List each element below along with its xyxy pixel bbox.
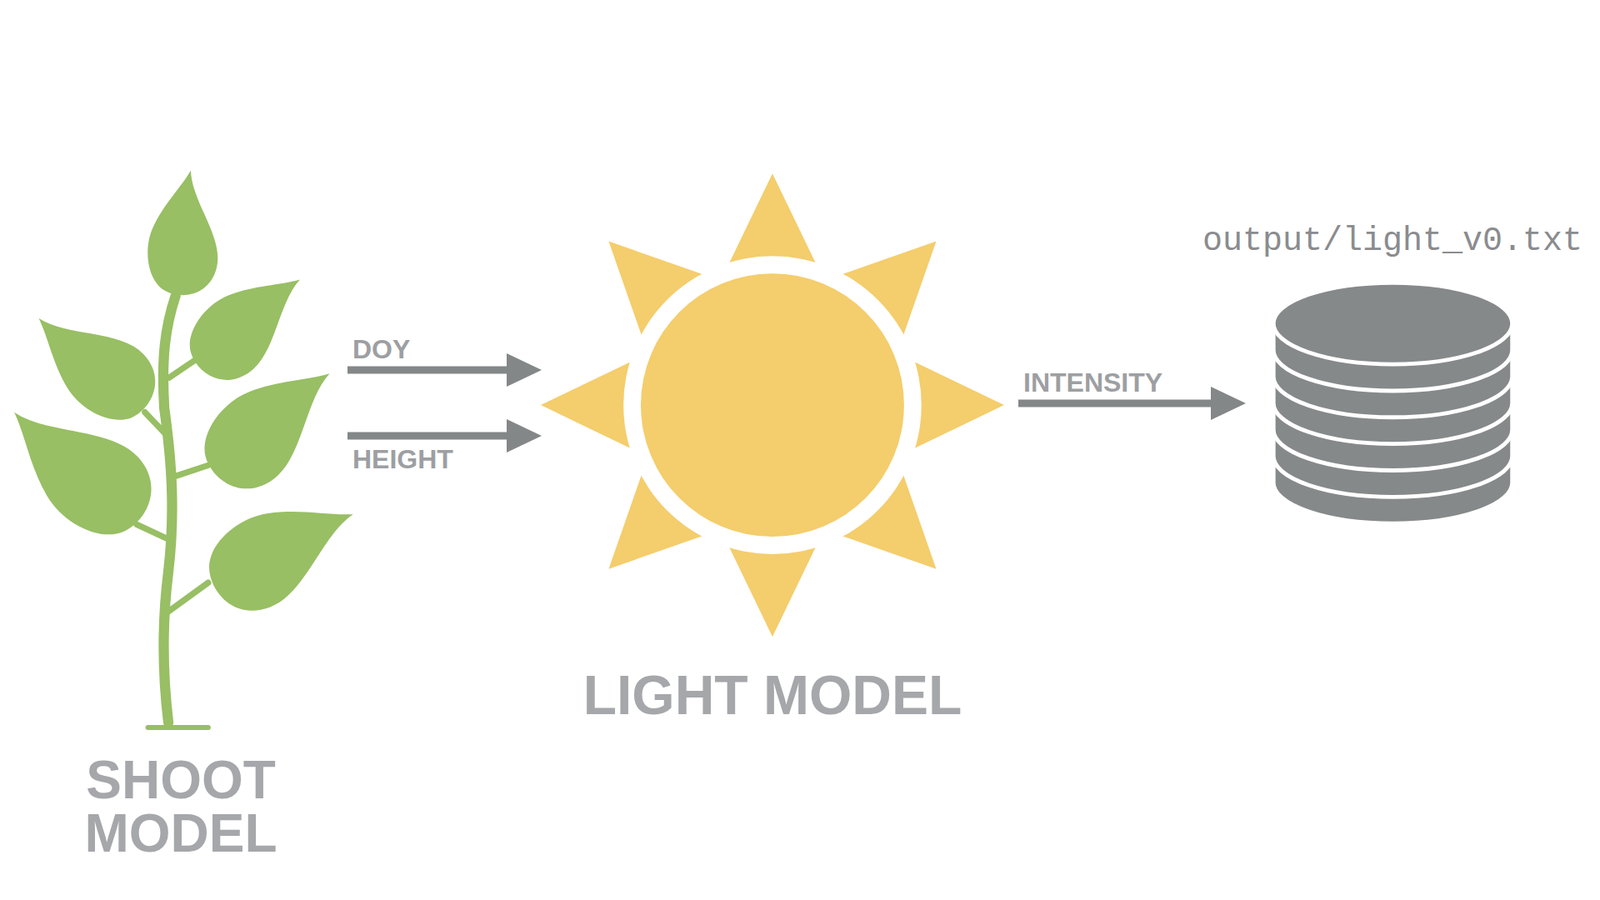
node-label: SHOOT MODEL <box>55 753 306 860</box>
model-node: SHOOT MODEL <box>14 166 348 867</box>
leaf <box>15 285 171 438</box>
model-node: LIGHT MODEL <box>541 170 1019 730</box>
database-disk <box>1273 282 1513 391</box>
node-label: LIGHT MODEL <box>583 667 963 723</box>
database-top <box>1273 282 1513 365</box>
leaf <box>0 374 170 555</box>
leaf <box>194 478 374 625</box>
sun-gap <box>623 255 922 555</box>
sun-disc <box>640 273 905 537</box>
plant-stem <box>163 295 176 723</box>
leaf <box>141 165 230 300</box>
edge-label: DOY <box>352 335 410 363</box>
sun-illustration <box>540 173 1005 637</box>
arrowhead <box>506 419 542 453</box>
node-label: output/light_v0.txt <box>1202 225 1583 259</box>
arrowhead <box>1210 386 1246 420</box>
connector-line <box>1018 400 1215 408</box>
connector-line <box>347 366 510 375</box>
connector-line <box>347 432 510 440</box>
database-node: output/light_v0.txt <box>1245 275 1540 534</box>
plant-illustration <box>0 165 375 728</box>
leaf <box>186 343 360 506</box>
leaf <box>174 252 326 395</box>
database-icon <box>1273 282 1513 524</box>
arrowhead <box>506 353 542 387</box>
plant-base <box>148 725 209 730</box>
edge-label: HEIGHT <box>352 445 454 473</box>
edge-label: INTENSITY <box>1023 369 1163 396</box>
